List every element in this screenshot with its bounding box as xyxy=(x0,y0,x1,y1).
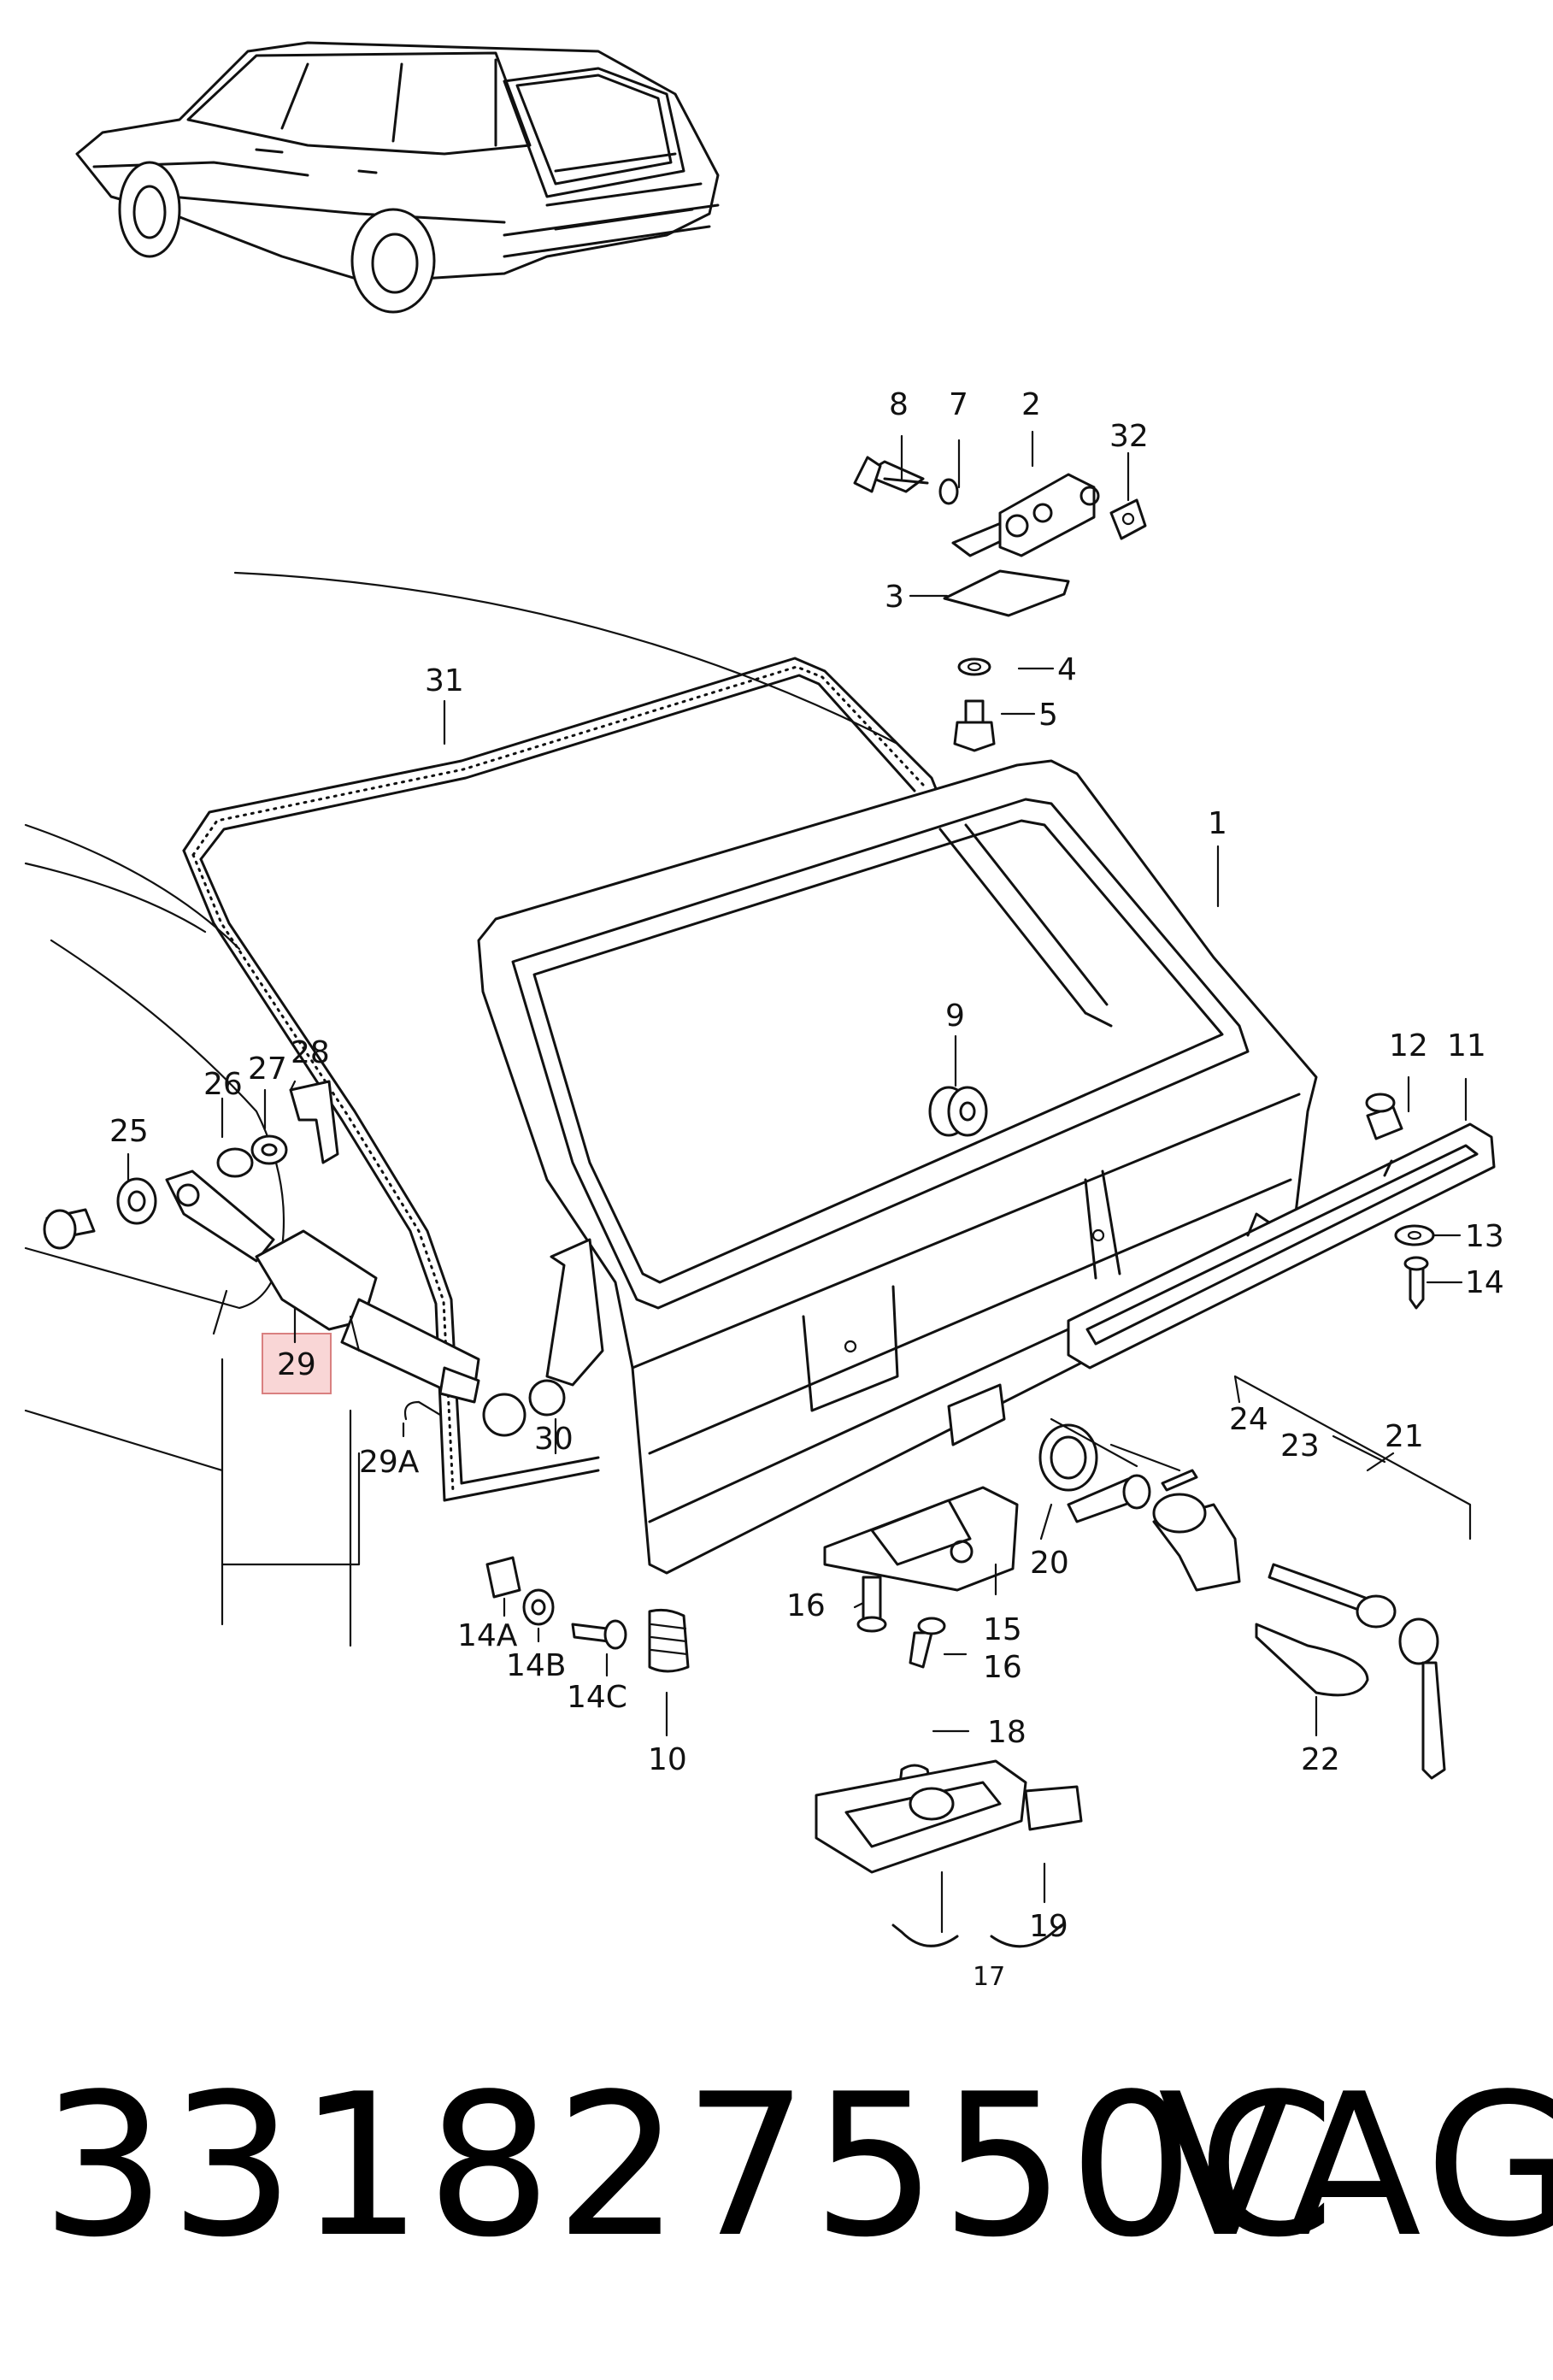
callout-30: 30 xyxy=(534,1422,574,1457)
callout-5: 5 xyxy=(1038,698,1058,733)
callout-11: 11 xyxy=(1447,1028,1486,1063)
callout-13: 13 xyxy=(1465,1219,1504,1254)
callout-2: 2 xyxy=(1021,387,1041,422)
highlighted-part-29-box xyxy=(262,1333,332,1394)
callout-14: 14 xyxy=(1465,1265,1504,1300)
callout-31: 31 xyxy=(425,663,464,698)
callout-12: 12 xyxy=(1389,1028,1428,1063)
callout-4: 4 xyxy=(1057,652,1077,687)
car-overview-illustration xyxy=(75,41,720,314)
callout-14A: 14A xyxy=(457,1618,518,1653)
lamp-assembly-17 xyxy=(815,1759,1083,1948)
callout-23: 23 xyxy=(1280,1429,1320,1464)
callout-16-lower: 16 xyxy=(983,1650,1022,1685)
callout-19: 19 xyxy=(1029,1909,1068,1944)
callout-15: 15 xyxy=(983,1612,1022,1647)
callout-9: 9 xyxy=(945,999,965,1034)
callout-1: 1 xyxy=(1208,806,1227,841)
tailgate-1 xyxy=(477,759,1318,1575)
callout-3: 3 xyxy=(885,580,904,615)
callout-leader-lines xyxy=(126,430,1468,1934)
callout-14C: 14C xyxy=(567,1680,627,1715)
callout-28: 28 xyxy=(291,1035,330,1070)
callout-20: 20 xyxy=(1030,1546,1069,1581)
callout-14B: 14B xyxy=(506,1648,567,1683)
gas-strut-29 xyxy=(43,1080,604,1437)
callout-29: 29 xyxy=(277,1347,316,1382)
trim-strip-11 xyxy=(1067,1122,1496,1370)
part-number: 331827550C xyxy=(41,2053,1338,2281)
lock-assembly xyxy=(823,1375,1472,1780)
callout-32: 32 xyxy=(1109,419,1149,454)
callout-labels: 8 7 2 32 3 4 5 31 1 9 12 11 13 14 26 27 … xyxy=(109,387,1504,1992)
callout-27: 27 xyxy=(248,1052,287,1087)
clip-12-washer-13-screw-14 xyxy=(1365,1093,1435,1310)
exploded-parts-diagram: 8 7 2 32 3 4 5 31 1 9 12 11 13 14 26 27 … xyxy=(24,41,1504,1992)
callout-10: 10 xyxy=(648,1742,687,1777)
window-seal-31 xyxy=(182,657,942,1502)
hinge-assembly xyxy=(853,456,1147,752)
callout-21: 21 xyxy=(1385,1419,1424,1454)
callout-8: 8 xyxy=(889,387,909,422)
callout-26: 26 xyxy=(203,1067,243,1102)
rubber-buffer-9 xyxy=(928,1086,988,1137)
callout-29A: 29A xyxy=(359,1445,420,1480)
callout-24: 24 xyxy=(1229,1402,1268,1437)
brand-label: VAG xyxy=(1158,2053,1553,2281)
callout-16-upper: 16 xyxy=(786,1588,826,1623)
callout-18: 18 xyxy=(987,1715,1027,1750)
callout-7: 7 xyxy=(949,387,968,422)
callout-17: 17 xyxy=(973,1962,1005,1992)
callout-22: 22 xyxy=(1301,1742,1340,1777)
clips-14a-14b-14c-buffer-10 xyxy=(485,1556,690,1673)
callout-25: 25 xyxy=(109,1114,149,1149)
